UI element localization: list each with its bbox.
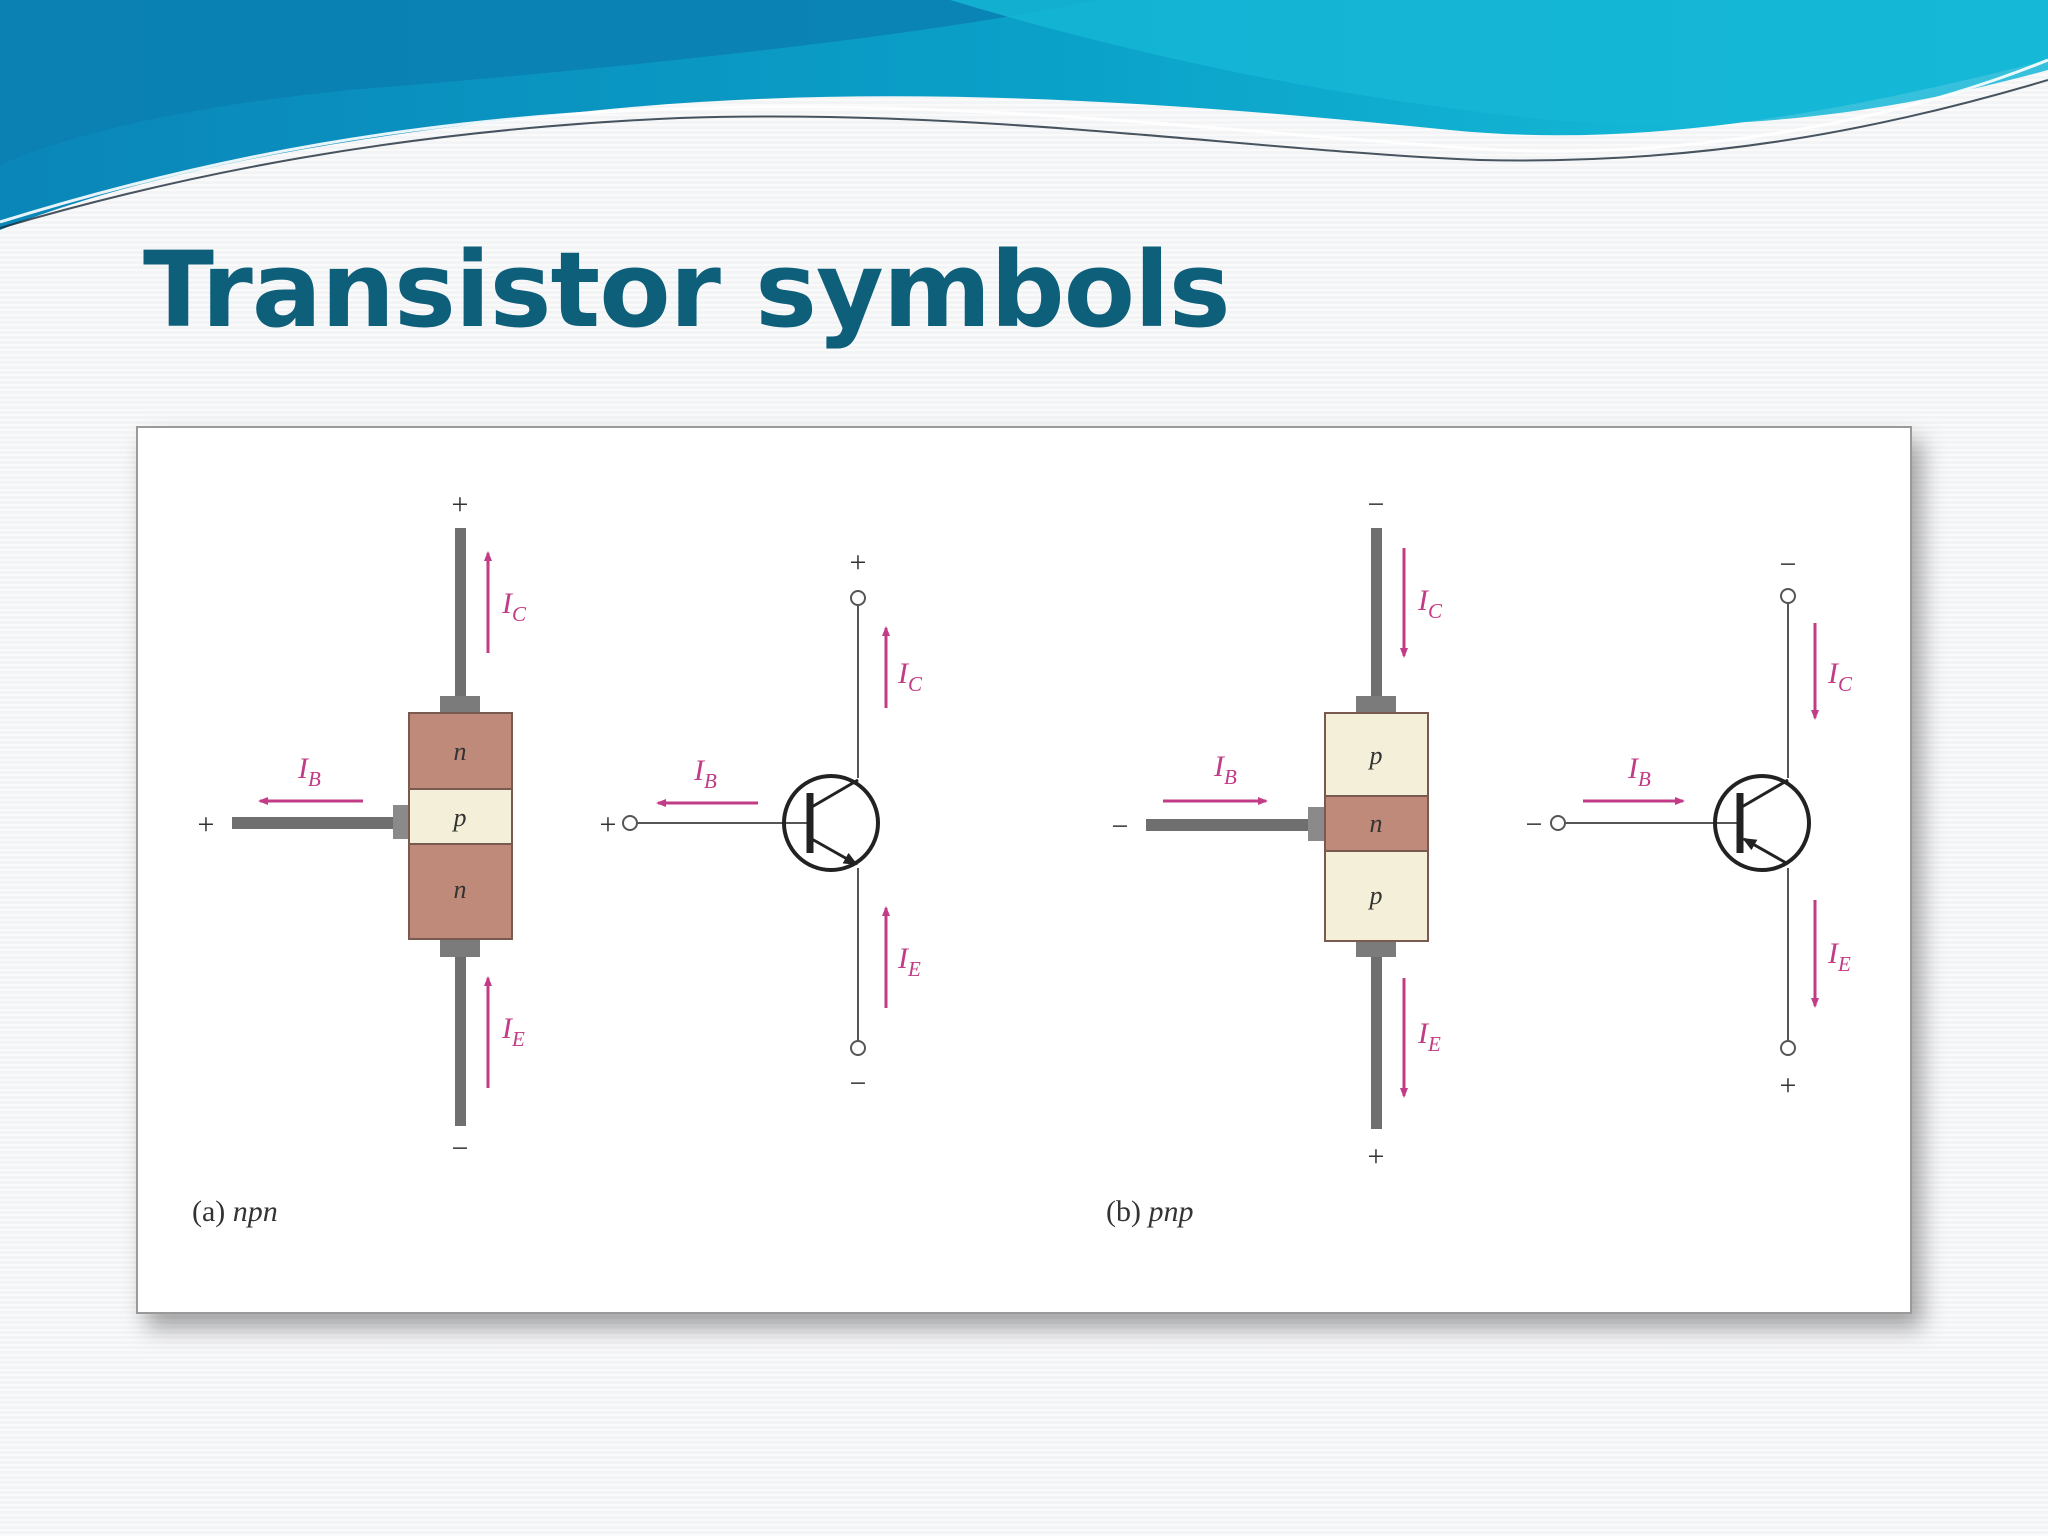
npn-emitter-terminal [850, 1040, 866, 1056]
pnp-emitter-terminal [1780, 1040, 1796, 1056]
pnp-structure-collector-sign: − [1368, 488, 1385, 521]
pnp-emitter-lead [1371, 939, 1382, 1129]
npn-caption: (a) npn [192, 1195, 278, 1228]
npn-structure-base-sign: + [198, 808, 215, 841]
npn-base-terminal [622, 815, 638, 831]
npn-layer-top-label: n [454, 737, 467, 766]
npn-structure-ib-label: IB [297, 752, 321, 791]
pnp-structure-ib-label: IB [1213, 750, 1237, 789]
pnp-symbol-ic-label: IC [1827, 657, 1853, 696]
npn-emitter-cap [440, 939, 480, 957]
npn-symbol-ie-label: IE [897, 942, 921, 981]
npn-collector-leg [809, 778, 859, 810]
npn-emitter-region [408, 843, 513, 940]
header-wave-banner [0, 0, 2048, 230]
npn-structure-ic-label: IC [501, 587, 527, 626]
pnp-emitter-region [1324, 850, 1429, 942]
pnp-symbol-ib-label: IB [1627, 752, 1651, 791]
npn-emitter-arrow [809, 836, 858, 866]
pnp-emitter-arrow [1742, 837, 1789, 866]
npn-collector-terminal [850, 590, 866, 606]
npn-schematic-symbol: + − + IC IB IE [600, 546, 923, 1100]
pnp-caption: (b) pnp [1106, 1195, 1193, 1228]
npn-layer-mid-label: p [452, 803, 467, 832]
pnp-layer-bot-label: p [1368, 881, 1383, 910]
transistor-figure: n p n + − + IC IB IE + − [136, 426, 1912, 1314]
npn-structure-diagram: n p n + − + IC IB IE [198, 488, 527, 1165]
pnp-symbol-ie-label: IE [1827, 937, 1851, 976]
pnp-emitter-cap [1356, 939, 1396, 957]
npn-symbol-emitter-sign: − [850, 1067, 867, 1100]
npn-base-lead [232, 817, 402, 829]
pnp-structure-ie-label: IE [1417, 1017, 1441, 1056]
pnp-base-lead [1146, 819, 1316, 831]
npn-structure-collector-sign: + [452, 488, 469, 521]
npn-symbol-ib-label: IB [693, 754, 717, 793]
pnp-structure-base-sign: − [1112, 810, 1129, 843]
npn-transistor-circle [782, 774, 880, 872]
pnp-collector-leg [1739, 778, 1789, 810]
npn-layer-bot-label: n [454, 875, 467, 904]
npn-collector-lead [455, 528, 466, 718]
npn-symbol-base-sign: + [600, 808, 617, 841]
pnp-transistor-circle [1713, 774, 1811, 872]
pnp-collector-terminal [1780, 588, 1796, 604]
npn-structure-emitter-sign: − [452, 1132, 469, 1165]
pnp-base-terminal [1550, 815, 1566, 831]
pnp-layer-top-label: p [1368, 741, 1383, 770]
pnp-symbol-emitter-sign: + [1780, 1069, 1797, 1102]
pnp-structure-diagram: p n p − + − IC IB IE [1112, 488, 1443, 1173]
npn-symbol-collector-sign: + [850, 546, 867, 579]
npn-collector-region [408, 712, 513, 790]
npn-symbol-ic-label: IC [897, 657, 923, 696]
pnp-collector-lead [1371, 528, 1382, 718]
slide-title: Transistor symbols [143, 229, 1231, 351]
pnp-symbol-collector-sign: − [1780, 548, 1797, 581]
pnp-layer-mid-label: n [1370, 809, 1383, 838]
pnp-structure-ic-label: IC [1417, 584, 1443, 623]
pnp-symbol-base-sign: − [1526, 808, 1543, 841]
npn-collector-cap [440, 696, 480, 714]
pnp-structure-emitter-sign: + [1368, 1140, 1385, 1173]
pnp-collector-cap [1356, 696, 1396, 714]
npn-emitter-lead [455, 936, 466, 1126]
npn-structure-ie-label: IE [501, 1012, 525, 1051]
pnp-schematic-symbol: − + − IC IB IE [1526, 548, 1853, 1102]
